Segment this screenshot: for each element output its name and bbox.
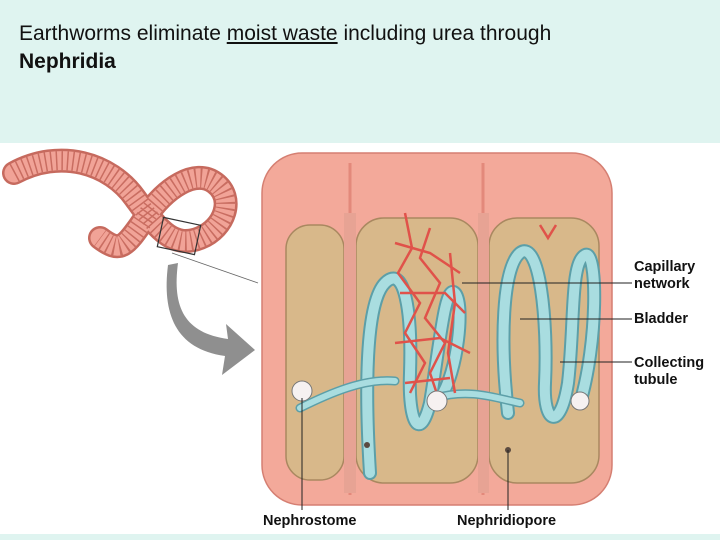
capillary-network-label: Capillary network — [634, 259, 696, 292]
bladder-label: Bladder — [634, 311, 688, 327]
magnify-arrow — [166, 263, 255, 375]
title-underlined-term: moist waste — [226, 22, 338, 45]
title-text-2: including urea through — [337, 22, 552, 45]
slide-header: Earthworms eliminate moist waste includi… — [0, 0, 720, 143]
slide-title: Earthworms eliminate moist waste includi… — [19, 20, 709, 76]
title-bold-term: Nephridia — [19, 50, 116, 73]
nephridiopore-label: Nephridiopore — [457, 513, 557, 529]
collecting-tubule-label: Collecting tubule — [634, 355, 705, 388]
label-leader-lines — [301, 282, 632, 510]
nephridiopores — [364, 442, 511, 453]
magnified-region-box — [156, 216, 202, 256]
nephridia-diagram — [2, 148, 632, 510]
nephrostome-label: Nephrostome — [263, 513, 357, 529]
nephrostome-funnels — [291, 380, 590, 412]
capillary-network — [394, 212, 558, 404]
slide-footer-strip — [0, 534, 720, 540]
title-text-1: Earthworms eliminate — [19, 22, 227, 45]
septa — [344, 213, 489, 493]
earthworm-illustration — [2, 148, 259, 284]
